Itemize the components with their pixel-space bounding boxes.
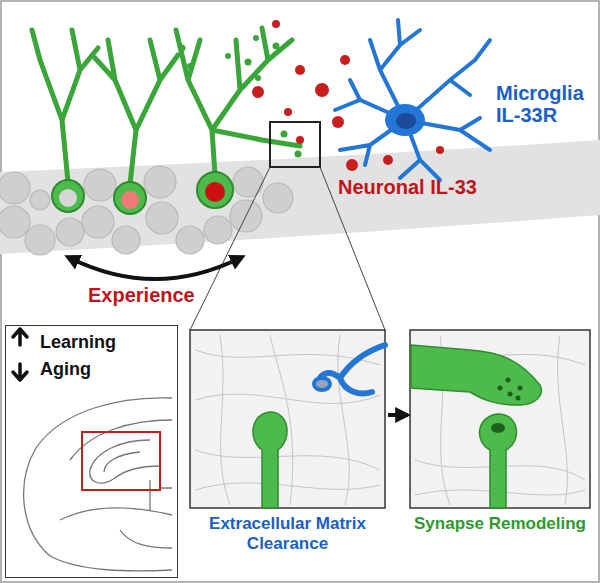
region-highlight [82,432,160,490]
inset-frame [190,330,385,508]
inset-panel: Synapse Remodeling [410,330,590,534]
brain-section [24,398,172,571]
up-arrow [13,329,27,345]
down-arrow [13,364,27,380]
neuron-somas [52,172,233,214]
zoom-leader [190,167,270,330]
inset-panel: Extracellular Matrix Clearance [190,330,385,553]
microglia-body [385,104,425,136]
aging-label: Aging [40,359,175,380]
experience-arrow [70,258,240,279]
step-arrow [388,413,408,417]
il33-dots [252,20,444,171]
inset-box: LearningAging [5,325,178,578]
presynaptic-bouton [411,345,541,405]
dendritic-spine [480,414,517,508]
vesicles [498,378,523,401]
learning-label: Learning [40,332,175,353]
microglia-tip [312,376,332,392]
cell-label: Microglia IL-33R [496,82,594,126]
inset-frame [410,330,590,508]
postsynaptic-density [491,423,505,433]
microglia-processes [335,20,490,180]
caption-text: Synapse Remodeling [412,514,588,534]
signal-label: Neuronal IL-33 [338,176,498,198]
dendritic-spine [253,412,287,508]
caption-text: Extracellular Matrix Clearance [192,514,383,553]
zoom-box [270,122,320,167]
engulfed-matrix [316,380,328,388]
process-label: Experience [88,284,238,306]
neuron-dendrites [32,28,300,184]
microglia-nucleus [396,113,416,129]
tissue-band [0,140,600,254]
dendritic-spines [179,35,302,158]
